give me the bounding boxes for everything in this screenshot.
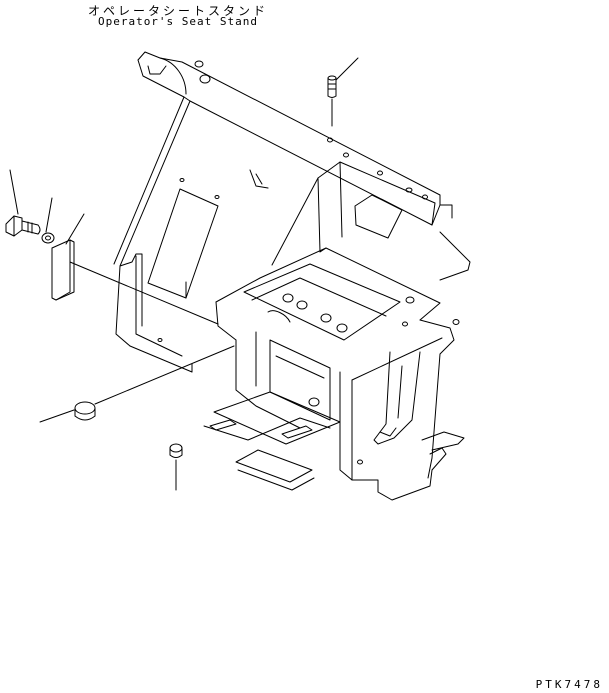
plug-large xyxy=(75,346,234,420)
stud xyxy=(328,76,336,126)
plug-small xyxy=(170,444,182,458)
title-english: Operator's Seat Stand xyxy=(97,15,259,28)
bolt xyxy=(6,216,40,236)
plate xyxy=(52,240,218,324)
seat-stand-frame xyxy=(114,52,470,500)
drawing-reference-code: PTK7478 xyxy=(535,678,603,691)
title-japanese: オペレータシートスタンド xyxy=(87,4,268,18)
leader-lines xyxy=(10,58,358,490)
washer xyxy=(42,233,54,243)
